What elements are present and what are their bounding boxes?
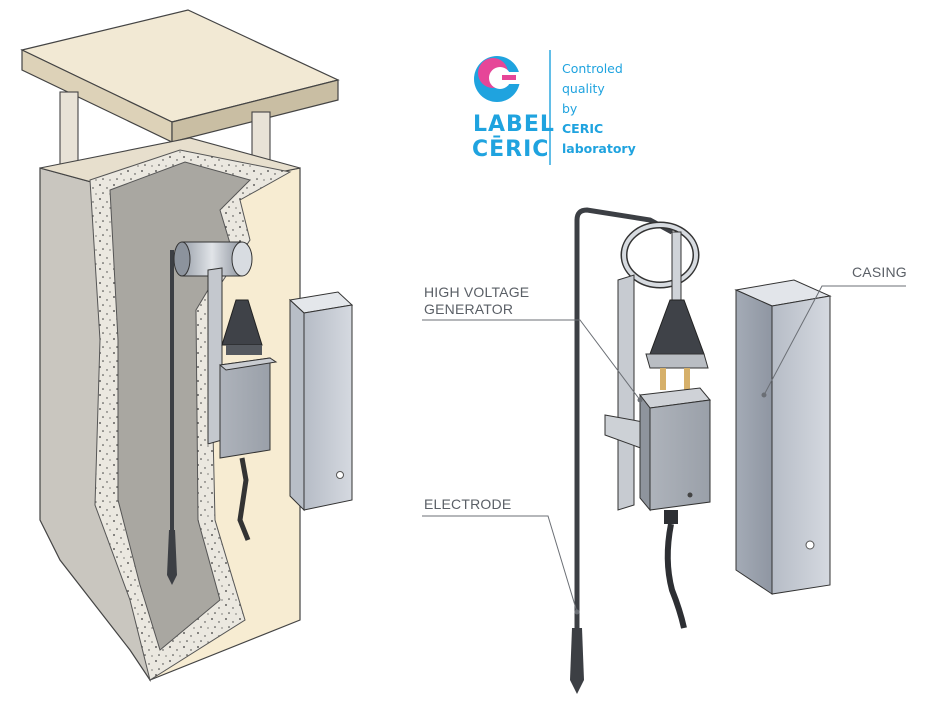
- callout-lines: [422, 285, 906, 615]
- logo-tagline-1: Controled: [562, 61, 623, 76]
- left-generator-box: [218, 357, 278, 541]
- logo-tagline-4: CERIC: [562, 121, 604, 136]
- logo-tagline-2: quality: [562, 81, 605, 96]
- callout-electrode: ELECTRODE: [424, 496, 512, 512]
- callout-casing: CASING: [852, 264, 907, 280]
- callout-high-voltage-generator: HIGH VOLTAGE GENERATOR: [424, 284, 530, 317]
- left-electrode: [167, 250, 177, 585]
- left-mount-ring: [173, 241, 253, 277]
- ceric-logo-mark: [474, 50, 551, 165]
- right-electrode: [570, 207, 674, 694]
- logo-brand-line1: LABEL: [473, 112, 555, 137]
- logo-tagline-5: laboratory: [562, 141, 636, 156]
- logo-tagline-3: by: [562, 101, 578, 116]
- right-insulator: [645, 231, 709, 390]
- right-casing: [734, 279, 832, 595]
- right-mount-ring: [620, 221, 700, 289]
- right-generator-box: [639, 387, 711, 629]
- logo-brand-line2: CĒRIC: [472, 137, 550, 162]
- left-insulator: [221, 299, 263, 355]
- left-casing: [288, 291, 354, 512]
